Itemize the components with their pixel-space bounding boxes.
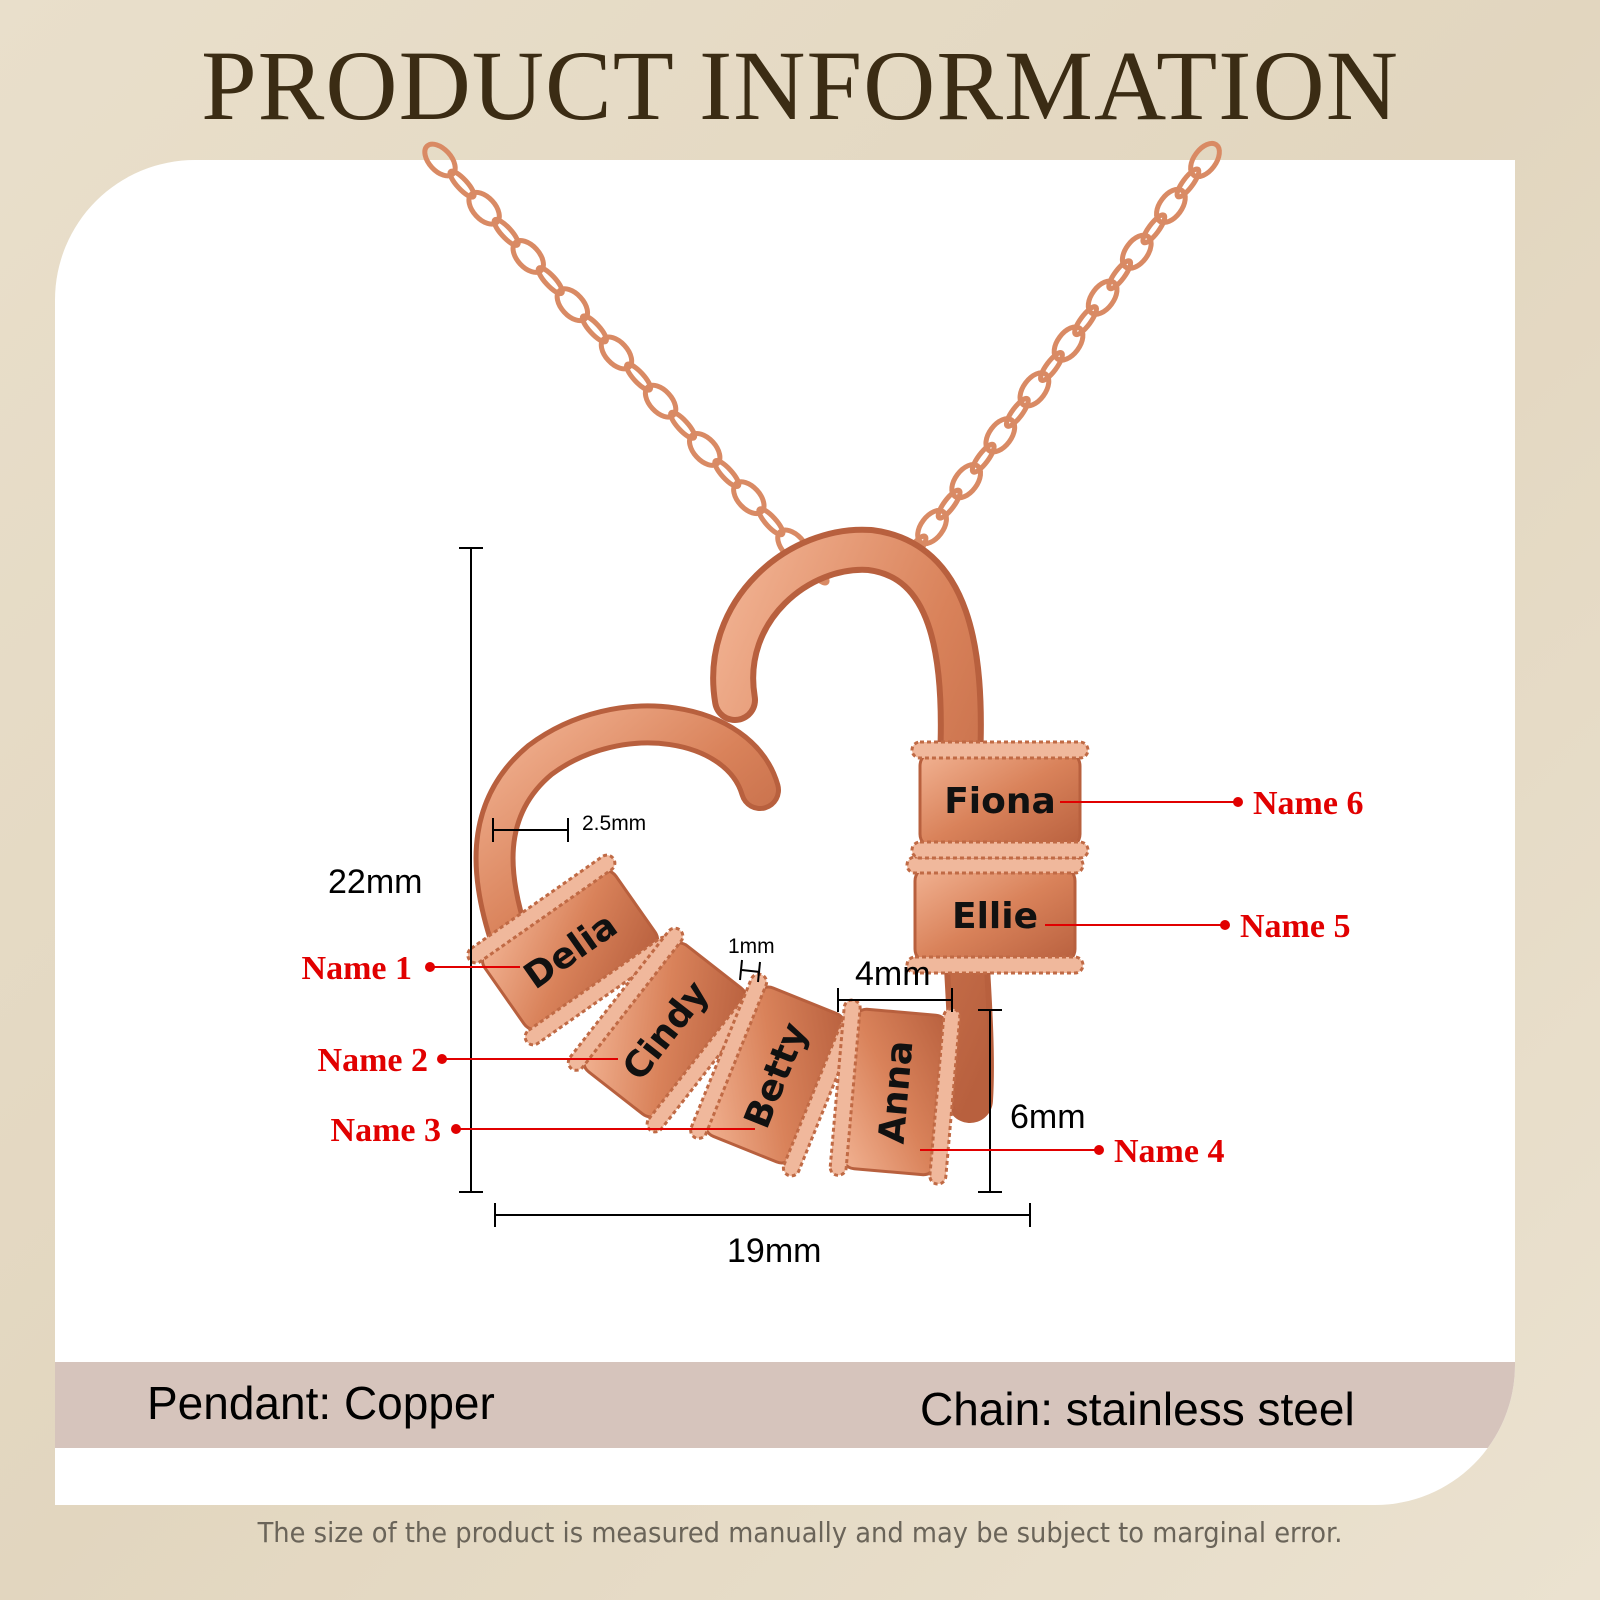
chain-link (535, 265, 565, 297)
chain-link (1038, 350, 1065, 383)
label-dot (1233, 797, 1243, 807)
name-label: Name 6 (1253, 785, 1363, 822)
chain-link (756, 506, 786, 538)
chain-link (1188, 140, 1222, 180)
bead: Fiona (910, 740, 1090, 860)
name-label: Name 2 (318, 1042, 428, 1079)
chain-link (731, 479, 767, 517)
bead: Anna (828, 998, 962, 1186)
height-dimension: 22mm (328, 863, 422, 901)
chain-material: Chain: stainless steel (920, 1383, 1355, 1435)
chain-link (1154, 186, 1188, 225)
name-label: Name 5 (1240, 908, 1350, 945)
disclaimer-note: The size of the product is measured manu… (257, 1516, 1343, 1549)
bead-engraving: Ellie (952, 896, 1038, 937)
dimension-lines (459, 547, 1031, 1227)
label-dot (425, 962, 435, 972)
name-labels: Name 1 Name 2 Name 3 Name 4 Name 5 Name 6 (302, 785, 1364, 1170)
chain-link (1051, 324, 1086, 363)
chain-link (949, 462, 984, 501)
chain-link (915, 507, 949, 547)
page-title: PRODUCT INFORMATION (201, 30, 1399, 141)
chain-link (687, 431, 723, 468)
chain-link (1174, 166, 1202, 200)
bead: Ellie (905, 855, 1085, 975)
chain-link (983, 416, 1018, 455)
label-dot (1220, 920, 1230, 930)
name-label: Name 1 (302, 950, 412, 987)
label-dot (437, 1054, 447, 1064)
chain-link (1072, 304, 1099, 338)
chain-link (1017, 370, 1052, 409)
chain-link (712, 458, 742, 490)
chain-link (1106, 258, 1134, 292)
chain-link (642, 382, 679, 420)
thickness-dimension: 2.5mm (582, 812, 646, 835)
bead-engraving: Anna (872, 1039, 922, 1146)
label-dot (451, 1124, 461, 1134)
materials-bar: Pendant: Copper Chain: stainless steel (55, 1362, 1515, 1448)
chain-link (422, 141, 458, 179)
chain-link (554, 286, 591, 324)
bead-engraving: Fiona (944, 781, 1056, 822)
bead: Betty (689, 972, 861, 1178)
bead-height-dimension: 6mm (1010, 1098, 1086, 1136)
chain-link (623, 361, 654, 393)
rim-dimension: 1mm (728, 935, 775, 958)
chain-link (969, 441, 997, 475)
chain-link (491, 216, 521, 248)
chain-link (579, 313, 609, 345)
bead-width-dimension: 4mm (855, 955, 931, 993)
width-dimension: 19mm (727, 1232, 821, 1270)
chain-link (935, 487, 963, 521)
name-label: Name 4 (1114, 1133, 1224, 1170)
chain-link (1140, 212, 1168, 246)
chain-link (1003, 395, 1031, 429)
chain-link (447, 168, 477, 200)
chain-link (510, 238, 546, 275)
chain (422, 140, 1222, 586)
chain-link (598, 334, 635, 372)
bead: Cindy (566, 926, 764, 1134)
label-dot (1094, 1145, 1104, 1155)
chain-link (668, 409, 698, 441)
chain-link (1085, 278, 1120, 317)
name-label: Name 3 (331, 1112, 441, 1149)
chain-link (1119, 232, 1154, 271)
chain-link (466, 189, 502, 227)
pendant-material: Pendant: Copper (147, 1377, 495, 1429)
product-card: Pendant: Copper Chain: stainless steel (55, 160, 1515, 1505)
bead: Delia (466, 853, 674, 1047)
